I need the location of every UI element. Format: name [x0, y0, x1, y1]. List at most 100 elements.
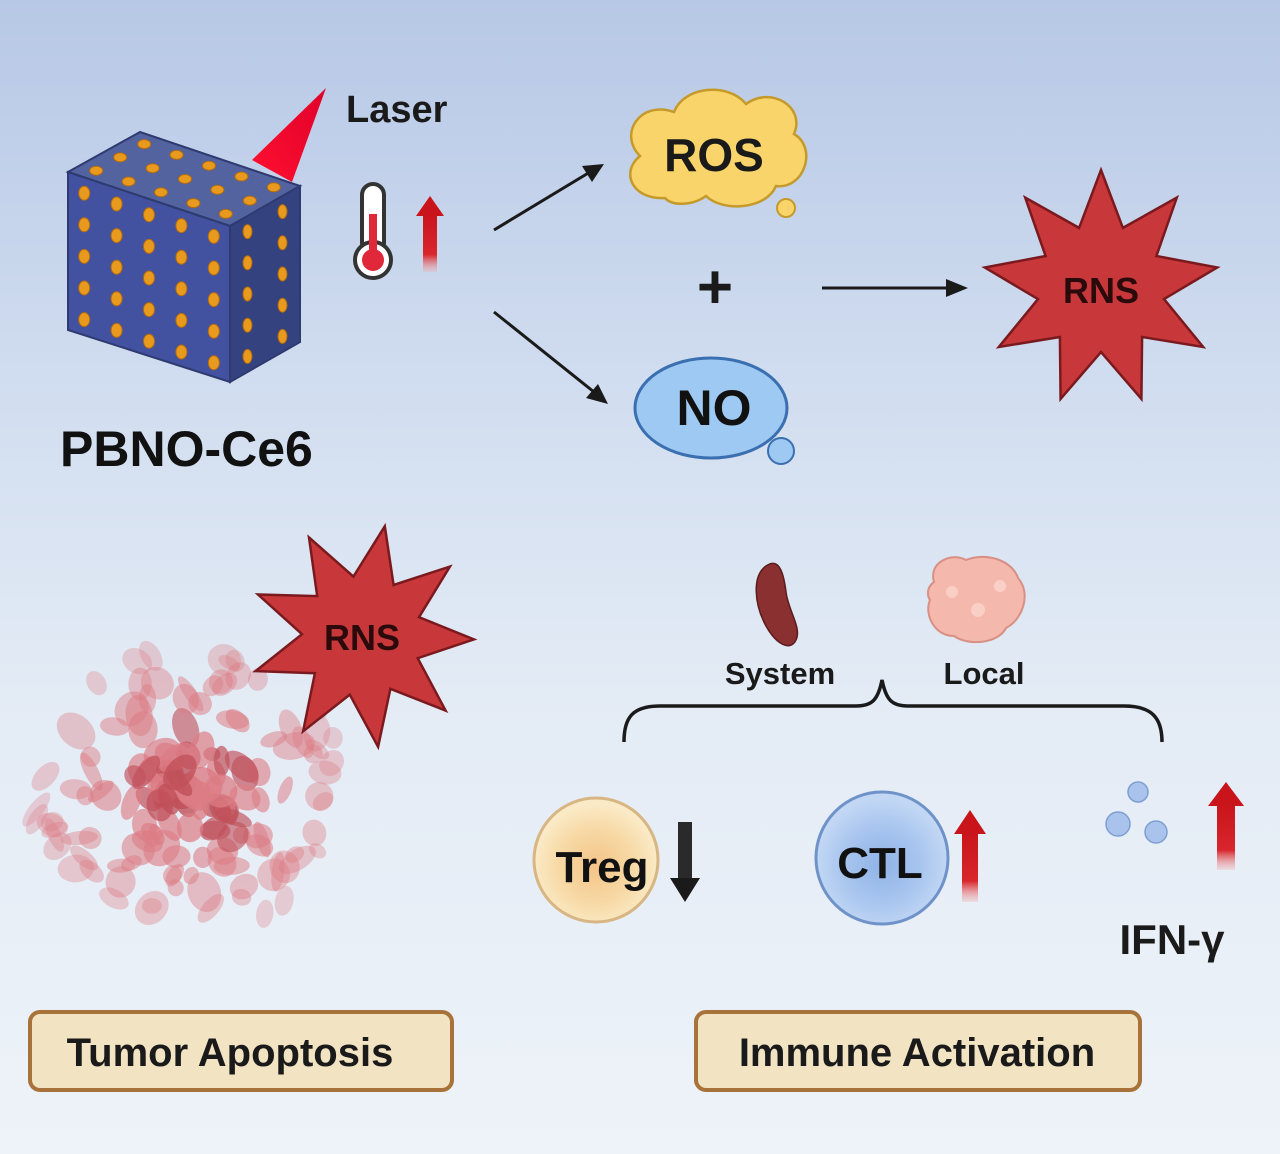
cube-dot: [207, 228, 220, 244]
tumor-cell: [256, 899, 274, 928]
tumor-cell: [257, 858, 291, 892]
cube-dot: [110, 291, 123, 307]
cube-dot: [175, 344, 188, 360]
tumor-cell: [208, 669, 233, 695]
curly-brace: [622, 679, 1164, 743]
tumor-cell: [99, 887, 129, 910]
tumor-cell: [138, 684, 157, 714]
cube-dot: [277, 297, 288, 313]
tumor-cell: [305, 739, 329, 760]
tumor-cell: [246, 834, 274, 857]
tumor-cell: [124, 765, 146, 787]
tumor-cell: [86, 670, 107, 696]
treg-label: Treg: [556, 843, 649, 892]
tumor-cell: [308, 843, 327, 859]
arrow-to-ros: [493, 164, 604, 232]
cube-dot: [186, 198, 201, 209]
thermometer-icon: [353, 182, 393, 280]
cube-dot: [210, 184, 225, 195]
treg-down-arrow-icon: [670, 822, 700, 902]
tumor-cell: [260, 731, 288, 748]
tumor-cell: [56, 712, 96, 750]
tumor-cell: [22, 792, 51, 827]
system-label: System: [725, 656, 835, 691]
laser-label: Laser: [346, 89, 448, 131]
tumor-cell: [302, 819, 327, 847]
tumor-cell: [79, 859, 104, 883]
cube-dot: [110, 196, 123, 212]
cube-dot: [277, 235, 288, 251]
cube-dot: [266, 182, 281, 193]
tumor-cell: [31, 761, 60, 791]
tumor-cell: [43, 832, 72, 861]
tumor-cell: [272, 731, 316, 760]
cube-dot: [121, 176, 136, 187]
tumor-cell: [292, 726, 314, 758]
tumor-cell: [172, 708, 200, 748]
rns-top-label: RNS: [1063, 270, 1139, 311]
tumor-cell: [277, 776, 293, 804]
tumor-cell: [105, 866, 136, 898]
tumor-cell: [25, 804, 49, 835]
cube-dot: [242, 348, 253, 364]
cube-dot: [202, 160, 216, 171]
tumor-cell: [79, 752, 103, 791]
cube-dot: [277, 204, 288, 220]
ifn-up-arrow-icon: [1208, 782, 1244, 870]
cube-dot: [175, 218, 188, 234]
tumor-cell: [231, 888, 252, 906]
tumor-cell: [247, 668, 268, 691]
rns-burst-bottom-icon: [252, 522, 478, 751]
tumor-cell: [59, 779, 92, 800]
ifn-molecules-icon: [1105, 781, 1168, 844]
tumor-cell: [176, 812, 204, 843]
cube-dot: [143, 207, 155, 223]
tumor-cell: [157, 783, 180, 815]
tumor-cell: [193, 846, 213, 869]
tumor-cell: [120, 855, 142, 871]
cube-dot: [169, 149, 184, 160]
tumor-cell: [231, 755, 259, 792]
tumor-cell: [225, 662, 252, 690]
cube-dot: [113, 152, 128, 163]
cube-dot: [207, 260, 220, 276]
tumor-cell: [305, 781, 334, 811]
cube-dot: [242, 224, 253, 240]
cube-dot: [143, 238, 155, 254]
cube-dot: [143, 333, 155, 349]
tumor-cell: [90, 779, 122, 811]
tumor-cell: [128, 667, 152, 701]
temperature-up-arrow-icon: [416, 196, 444, 272]
immune-activation-label: Immune Activation: [739, 1031, 1095, 1075]
tumor-cell: [142, 898, 162, 914]
tumor-cell: [99, 717, 130, 736]
cube-dot: [110, 228, 123, 244]
arrow-to-no: [493, 310, 608, 404]
pbno-cube-icon: [65, 130, 303, 384]
cube-dot: [78, 280, 91, 296]
tumor-cell: [120, 783, 143, 820]
spleen-icon: [755, 562, 799, 647]
cube-dot: [145, 163, 160, 174]
tumor-cell: [122, 647, 153, 675]
tumor-cell: [215, 807, 252, 828]
tumor-apoptosis-label: Tumor Apoptosis: [67, 1031, 394, 1075]
cube-dot: [242, 255, 253, 271]
tumor-cell: [225, 649, 245, 672]
cube-dot: [207, 323, 220, 339]
tumor-cell: [187, 872, 222, 913]
cube-dot: [175, 281, 188, 297]
tumor-cell: [188, 692, 212, 716]
treg-cell-icon: [532, 796, 660, 924]
cube-dot: [175, 312, 188, 328]
cube-dot: [89, 165, 104, 176]
cube-dot: [110, 322, 123, 338]
tumor-cell: [114, 691, 149, 727]
ifn-label: IFN-γ: [1120, 916, 1226, 963]
cube-dot: [277, 266, 288, 282]
cube-dot: [78, 217, 91, 233]
tumor-cell: [207, 643, 242, 676]
arrow-to-rns: [822, 279, 968, 297]
cube-dot: [137, 139, 152, 150]
